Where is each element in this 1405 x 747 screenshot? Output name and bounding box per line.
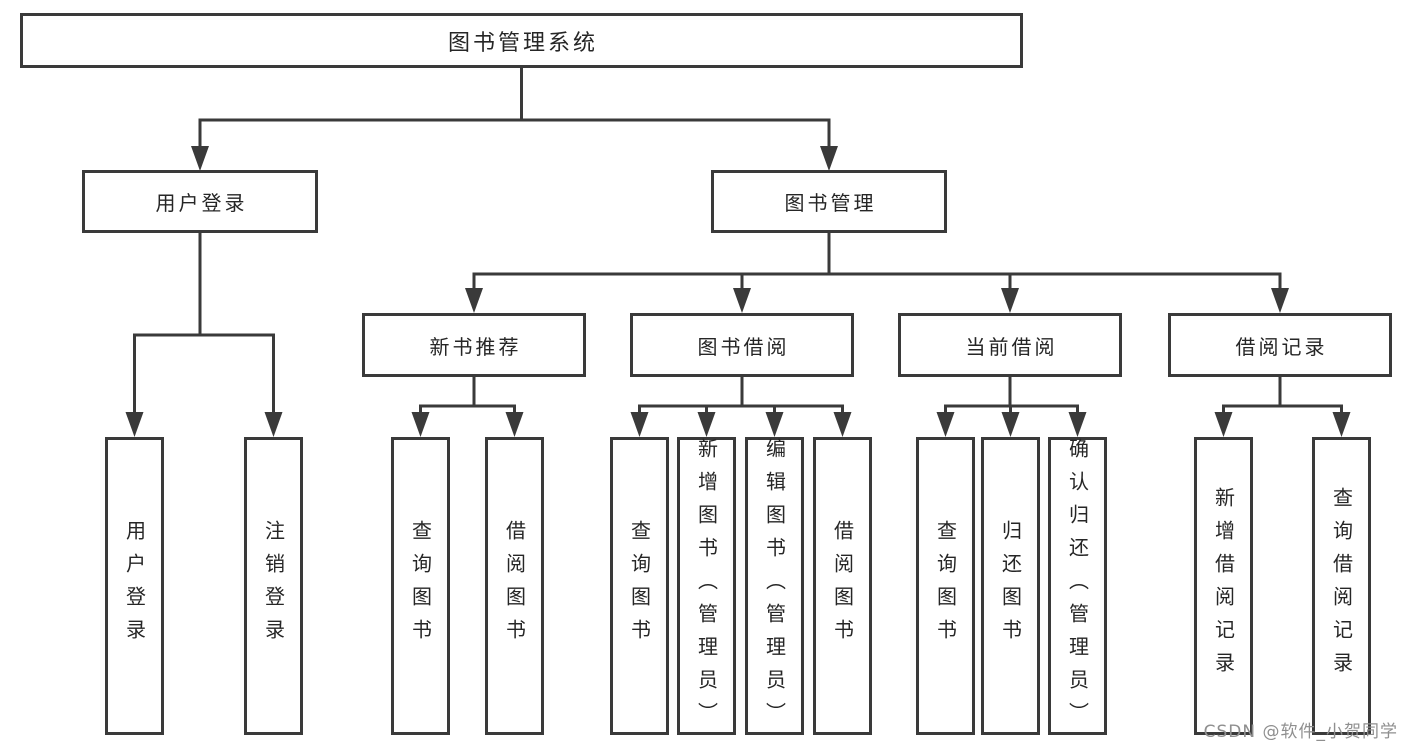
arrowheads [125,146,1351,437]
leaf-borrow-books: 借阅图书 [813,437,872,735]
node-new-book-recommend-label: 新书推荐 [429,334,522,359]
leaf-return-books-label: 归还图书 [998,520,1023,652]
watermark: CSDN @软件_小贺同学 [1203,722,1398,742]
node-current-borrowing-label: 当前借阅 [965,334,1058,359]
node-book-management: 图书管理 [711,170,947,233]
leaf-edit-books-admin: 编辑图书（管理员） [745,437,804,735]
leaf-query-books-current-label: 查询图书 [933,520,958,652]
node-user-login-label: 用户登录 [155,191,248,215]
leaf-edit-books-admin-label: 编辑图书（管理员） [762,437,787,735]
leaf-add-borrow-record-label: 新增借阅记录 [1211,487,1236,685]
leaf-query-borrow-record: 查询借阅记录 [1312,437,1371,735]
leaf-query-books-recommend-label: 查询图书 [408,520,433,652]
leaf-query-books-borrowing-label: 查询图书 [627,520,652,652]
leaf-user-login-label: 用户登录 [122,520,147,652]
node-user-login: 用户登录 [82,170,318,233]
node-book-borrowing-label: 图书借阅 [697,334,790,359]
leaf-confirm-return-admin-label: 确认归还（管理员） [1065,437,1090,735]
node-new-book-recommend: 新书推荐 [362,313,586,377]
leaf-add-borrow-record: 新增借阅记录 [1194,437,1253,735]
node-borrow-records-label: 借阅记录 [1235,334,1328,359]
node-book-borrowing: 图书借阅 [630,313,854,377]
leaf-query-books-borrowing: 查询图书 [610,437,669,735]
leaf-logout-label: 注销登录 [261,520,286,652]
node-root: 图书管理系统 [20,13,1023,68]
node-current-borrowing: 当前借阅 [898,313,1122,377]
leaf-borrow-books-recommend-label: 借阅图书 [502,520,527,652]
leaf-query-books-current: 查询图书 [916,437,975,735]
node-book-management-label: 图书管理 [784,191,877,215]
leaf-borrow-books-recommend: 借阅图书 [485,437,544,735]
leaf-confirm-return-admin: 确认归还（管理员） [1048,437,1107,735]
leaf-add-books-admin: 新增图书（管理员） [677,437,736,735]
node-borrow-records: 借阅记录 [1168,313,1392,377]
node-root-label: 图书管理系统 [447,30,598,56]
leaf-borrow-books-label: 借阅图书 [830,520,855,652]
leaf-query-borrow-record-label: 查询借阅记录 [1329,487,1354,685]
leaf-return-books: 归还图书 [981,437,1040,735]
leaf-query-books-recommend: 查询图书 [391,437,450,735]
leaf-add-books-admin-label: 新增图书（管理员） [694,437,719,735]
leaf-logout: 注销登录 [244,437,303,735]
leaf-user-login: 用户登录 [105,437,164,735]
